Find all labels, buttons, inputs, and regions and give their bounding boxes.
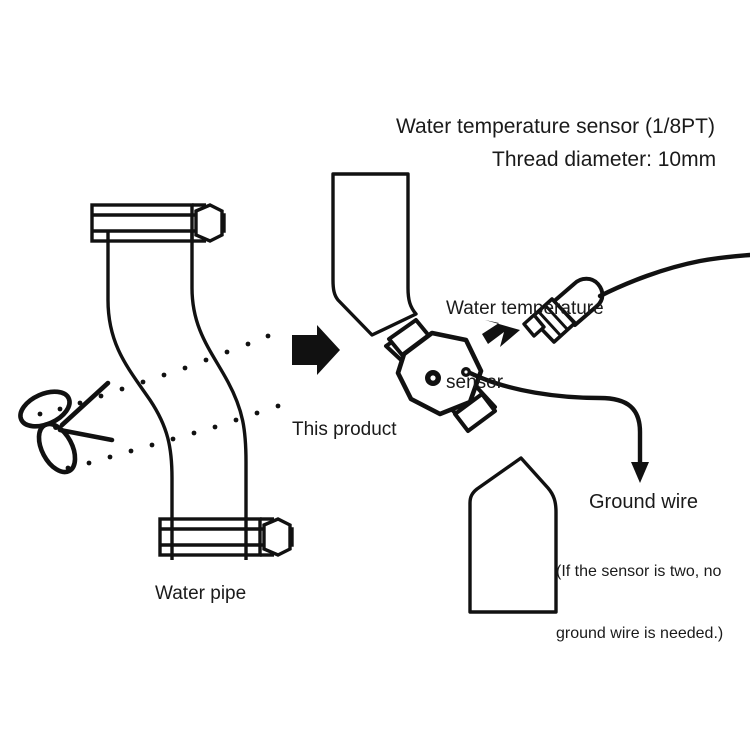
ground-wire-note-line-1: (If the sensor is two, no (556, 562, 722, 580)
cut-hose-lower (468, 456, 558, 614)
clamp-hex-screw-bottom (262, 517, 292, 557)
clamp-band-bottom (158, 517, 262, 557)
ground-wire-note: (If the sensor is two, no ground wire is… (556, 520, 723, 686)
scissors-handle-lower (36, 421, 78, 475)
water-pipe-right-edge (190, 232, 248, 560)
hose-clamp-top (90, 203, 226, 243)
insert-arrow-icon (482, 320, 520, 347)
clamp-band-top (90, 203, 194, 243)
right-block-arrow-icon (292, 325, 340, 375)
threaded-sensor-plug (522, 252, 750, 344)
cut-hose-upper (331, 172, 418, 337)
sensor-thread-ridge-2 (543, 303, 569, 331)
scissors-blade-b (57, 427, 115, 443)
sensor-label: Water temperature sensor (446, 248, 604, 446)
adapter-sensor-port-inner (430, 375, 436, 381)
scissors-pivot (53, 424, 59, 430)
hex-adapter-fitting (384, 318, 497, 433)
scissors-blade-a (59, 380, 111, 428)
this-product-label: This product (292, 419, 397, 440)
water-pipe-group (106, 232, 248, 560)
ground-wire-label: Ground wire (589, 491, 698, 513)
cut-line-upper (37, 333, 271, 417)
sensor-label-line-1: Water temperature (446, 298, 604, 320)
scissors-icon (18, 380, 115, 475)
title-line-1: Water temperature sensor (1/8PT) (396, 115, 715, 138)
ground-wire-group (467, 370, 649, 483)
adapter-ground-terminal-inner (464, 370, 468, 374)
dotted-cut-line-group (37, 333, 281, 471)
ground-wire-arrow-icon (631, 462, 649, 483)
sensor-thread-ridge-1 (536, 309, 562, 337)
hose-clamp-bottom (158, 517, 294, 557)
ground-wire-path (467, 370, 643, 471)
sensor-plug-tip (522, 313, 546, 338)
cut-line-lower (65, 403, 281, 471)
title-line-2: Thread diameter: 10mm (492, 148, 717, 171)
water-pipe-label: Water pipe (155, 583, 247, 604)
water-pipe-left-edge (106, 232, 174, 560)
sensor-label-line-2: sensor (446, 372, 504, 394)
sensor-thread-ridge-3 (550, 297, 576, 325)
clamp-hex-screw-top (194, 203, 224, 243)
sensor-cable (597, 252, 750, 299)
ground-wire-note-line-2: ground wire is needed.) (556, 624, 724, 642)
